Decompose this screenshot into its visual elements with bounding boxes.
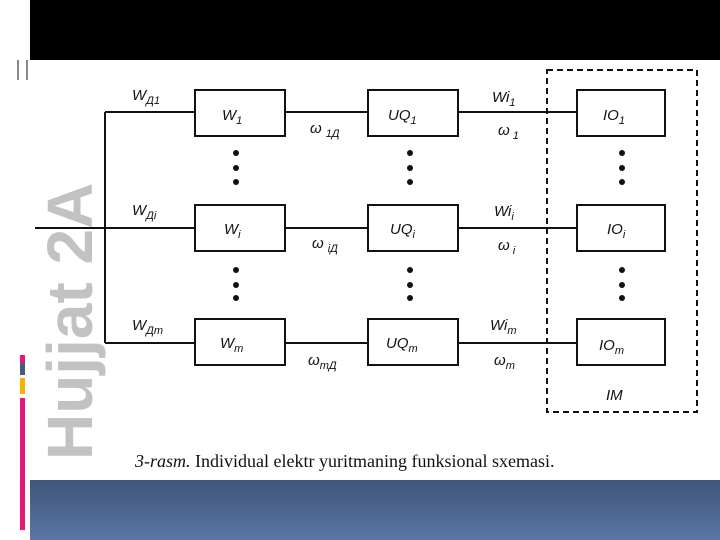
io-label-m: IOm: [599, 337, 624, 357]
im-label: IM: [606, 387, 623, 404]
block-io-1: [576, 89, 666, 137]
wi-label-1: Wi1: [492, 89, 515, 109]
io-label-i: IOi: [607, 221, 626, 241]
input-label-1: WД1: [132, 87, 160, 107]
omega-label-m: ωm: [494, 352, 515, 372]
wi-label-i: Wii: [494, 203, 514, 223]
block-w-i: [194, 204, 286, 252]
figure-caption: 3-rasm. Individual elektr yuritmaning fu…: [134, 451, 554, 471]
im-group-box: [546, 69, 698, 413]
block-io-i: [576, 204, 666, 252]
input-label-i: WДi: [132, 202, 157, 222]
w-label-i: Wi: [224, 221, 241, 241]
uq-label-m: UQm: [386, 335, 418, 355]
wi-label-m: Wim: [490, 317, 517, 337]
accent-yellow: [20, 378, 25, 394]
omega-d-label-m: ωmД: [308, 352, 337, 372]
block-io-m: [576, 318, 666, 366]
w-label-m: Wm: [220, 335, 243, 355]
w-label-1: W1: [222, 107, 242, 127]
uq-label-1: UQ1: [388, 107, 417, 127]
decorative-edge: [17, 60, 28, 80]
watermark: Hujjat 2A: [34, 183, 106, 460]
block-uq-i: [367, 204, 459, 252]
ellipsis-dots: [233, 150, 625, 301]
slide-title-bar: [30, 0, 720, 60]
uq-label-i: UQi: [390, 221, 416, 241]
block-uq-1: [367, 89, 459, 137]
block-uq-m: [367, 318, 459, 366]
io-label-1: IO1: [603, 107, 625, 127]
block-w-m: [194, 318, 286, 366]
accent-pink-small: [20, 355, 25, 363]
input-label-m: WДm: [132, 317, 163, 337]
accent-gray: [20, 363, 25, 375]
watermark-text: Hujjat 2A: [34, 183, 106, 460]
accent-pink: [20, 398, 25, 530]
slide-footer-band: [30, 480, 720, 540]
block-w-1: [194, 89, 286, 137]
